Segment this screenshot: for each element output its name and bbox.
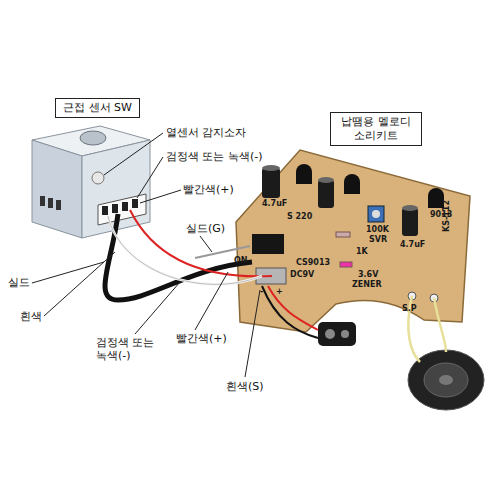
pcb-marking: KS-112	[442, 200, 452, 232]
callout-label: 검정색 또는 녹색(-)	[96, 336, 166, 362]
resistors	[336, 232, 352, 267]
callout-label: 흰색(S)	[226, 380, 264, 393]
transistors	[296, 164, 444, 208]
pcb-marking: 4.7uF	[262, 199, 287, 209]
potentiometer-knob	[372, 210, 380, 218]
pcb-marking: +	[276, 287, 283, 297]
callout-label: 열센서 감지소자	[166, 126, 247, 139]
power-switch	[252, 234, 284, 254]
pcb-marking: 1K	[356, 247, 368, 257]
battery-wire-black	[262, 286, 318, 338]
title-text: 근접 센서 SW	[62, 101, 133, 115]
title-box: 납땜용 멜로디 소리키트	[330, 112, 422, 146]
speaker-cone	[424, 363, 468, 397]
speaker-wire	[434, 298, 446, 352]
terminal-strip	[98, 194, 146, 225]
pcb-marking: 100K	[366, 225, 389, 235]
heat-sensor-element	[92, 172, 104, 184]
electrolytic-capacitors	[262, 165, 418, 236]
pcb-marking: ZENER	[352, 280, 382, 290]
pcb-marking: DC9V	[290, 270, 314, 280]
pcb-marking: 3.6V	[358, 270, 378, 280]
speaker	[408, 350, 484, 410]
pcb-marking: -	[260, 287, 263, 297]
title-box: 근접 센서 SW	[55, 98, 140, 118]
sensor-dome	[80, 131, 106, 145]
white-wire-edge	[108, 216, 262, 284]
pcb-marking: 4.7uF	[400, 240, 425, 250]
pcb-marking: SVR	[369, 235, 387, 245]
title-text: 납땜용 멜로디 소리키트	[337, 115, 415, 143]
pcb-marking: ON	[234, 256, 248, 266]
battery-snap	[318, 322, 356, 346]
dip-switch	[40, 196, 61, 210]
terminals	[102, 199, 138, 215]
callout-label: 빨간색(+)	[183, 183, 234, 196]
callout-label: 검정색 또는 녹색(-)	[166, 150, 263, 163]
callout-label: 실드	[8, 276, 30, 289]
sensor-cable	[105, 214, 252, 300]
callout-label: 흰색	[20, 310, 42, 323]
red-wire	[130, 210, 272, 276]
sensor-side	[32, 140, 82, 238]
potentiometer	[368, 206, 384, 222]
callout-label: 빨간색(+)	[176, 332, 227, 345]
leader-lines	[32, 133, 260, 377]
callout-label: 실드(G)	[186, 222, 225, 235]
speaker-cap	[439, 375, 453, 385]
pcb-marking: S 220	[287, 212, 312, 222]
white-wire	[108, 216, 262, 284]
pcb-marking: CS9013	[296, 258, 330, 268]
pcb-marking: S.P	[402, 304, 417, 314]
battery-wire-red	[268, 286, 318, 330]
